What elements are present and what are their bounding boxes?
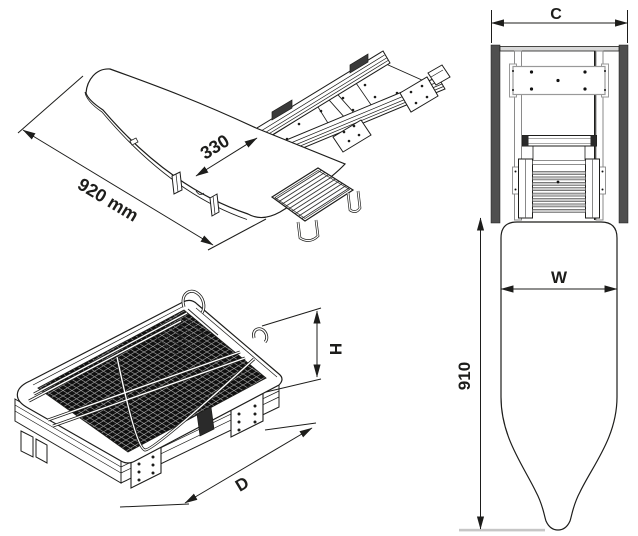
dimension-910: 910 [455, 217, 485, 530]
dim-label-board-width-plan: W [551, 268, 568, 287]
extended-board-view: 920 mm 330 [17, 50, 451, 251]
dim-label-folded-depth: D [232, 473, 252, 496]
dimension-W: W [500, 268, 618, 293]
mounting-plate-top [509, 63, 609, 98]
dim-label-folded-height: H [326, 343, 345, 355]
cabinet-wall-left [490, 44, 501, 224]
dim-label-extension-length: 910 [455, 362, 474, 390]
folded-unit-view: H D [14, 289, 345, 508]
basket-wire-loops [296, 190, 362, 242]
pivot-bar [522, 135, 597, 160]
telescopic-rail-assembly [251, 50, 451, 166]
wire-basket [270, 167, 362, 242]
board-mesh-cover [37, 309, 267, 453]
cabinet-wall-right [618, 44, 629, 224]
dimension-C: C [490, 6, 629, 43]
mounting-bracket [332, 119, 372, 153]
cabinet-back-rail [499, 46, 620, 52]
base-feet [20, 430, 48, 464]
folded-leg-wires [28, 289, 269, 452]
rail-clip [349, 53, 369, 74]
mounting-bracket [399, 76, 439, 113]
dim-label-cabinet-width: C [550, 6, 562, 23]
plan-view: C W 910 [455, 6, 629, 532]
rack-top-view [512, 158, 606, 219]
rail-clip [271, 99, 293, 121]
dimension-H: H [261, 307, 345, 393]
board-outline-plan [500, 221, 618, 531]
runner-left [514, 50, 522, 221]
baseline [459, 528, 545, 532]
rail-end-cap [427, 64, 451, 86]
